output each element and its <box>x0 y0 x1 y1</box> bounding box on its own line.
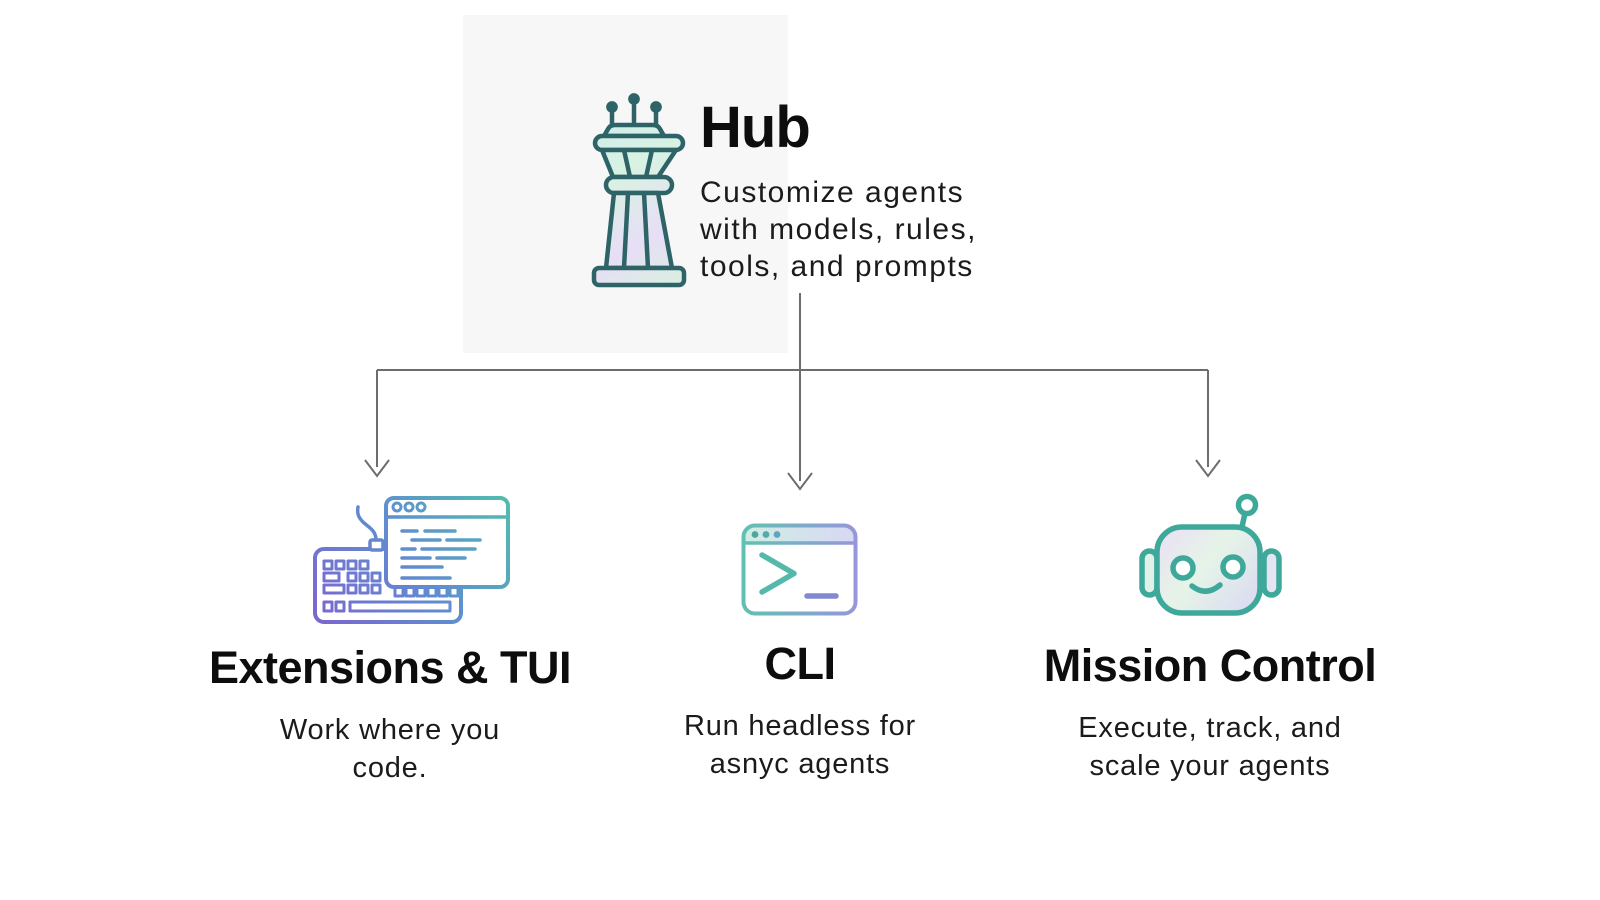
control-tower-icon <box>591 93 687 288</box>
robot-head-icon <box>1139 493 1282 616</box>
branch-description-line: scale your agents <box>1089 749 1331 782</box>
hub-description-line: with models, rules, <box>700 213 977 246</box>
branch-description: Execute, track, and scale your agents <box>1010 709 1410 785</box>
branch-cli: CLI Run headless for asnyc agents <box>600 638 1000 783</box>
keyboard-and-code-window-icon <box>313 496 510 624</box>
branch-description: Work where you code. <box>165 711 615 787</box>
branch-description-line: Work where you <box>279 713 501 746</box>
branch-title: Extensions & TUI <box>208 642 572 693</box>
hub-title: Hub <box>700 95 811 160</box>
right-arrowhead-icon <box>1195 459 1221 478</box>
branch-description-line: Execute, track, and <box>1078 711 1342 744</box>
branch-mission-control: Mission Control Execute, track, and scal… <box>1010 640 1410 785</box>
branch-description-line: Run headless for <box>683 709 917 742</box>
branch-description: Run headless for asnyc agents <box>600 707 1000 783</box>
terminal-window-icon <box>741 523 858 616</box>
center-arrowhead-icon <box>787 472 813 491</box>
hub-description-line: tools, and prompts <box>700 250 974 283</box>
branch-description-line: code. <box>352 751 428 784</box>
hub-description: Customize agents with models, rules, too… <box>700 174 977 285</box>
branch-title: Mission Control <box>1043 640 1377 691</box>
branch-description-line: asnyc agents <box>709 747 891 780</box>
branch-title: CLI <box>764 638 837 689</box>
hub-description-line: Customize agents <box>700 176 965 209</box>
branch-extensions-tui: Extensions & TUI Work where you code. <box>165 642 615 787</box>
left-arrowhead-icon <box>364 459 390 478</box>
